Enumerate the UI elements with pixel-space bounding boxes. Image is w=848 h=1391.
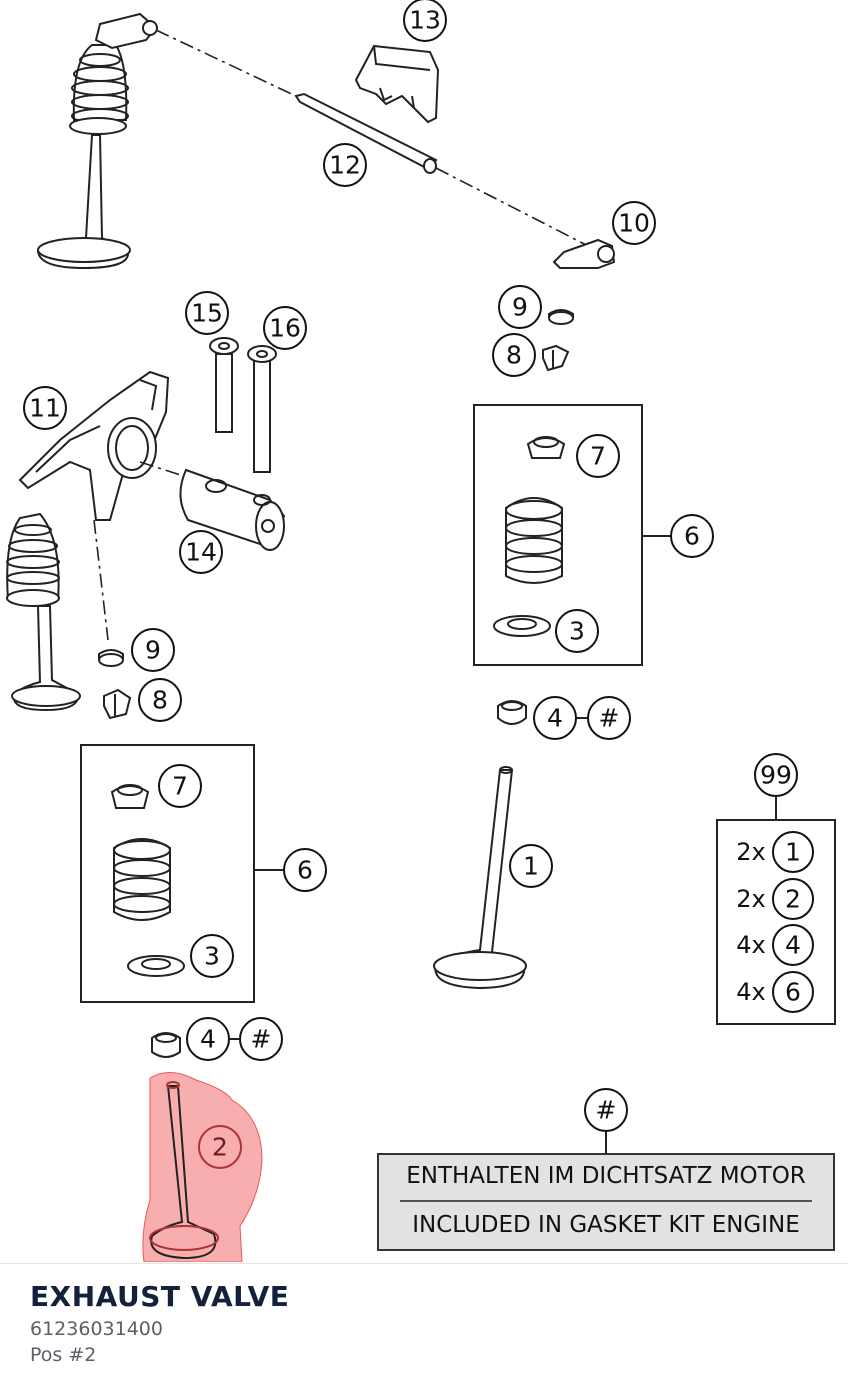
svg-text:12: 12: [329, 151, 361, 180]
bracket-13: [354, 44, 440, 124]
kit-99-row-4: 4x 6: [736, 971, 814, 1013]
svg-text:2x: 2x: [736, 838, 765, 866]
part-number: 61236031400: [30, 1318, 163, 1340]
svg-text:6: 6: [297, 856, 313, 885]
callout-13[interactable]: 13: [403, 0, 447, 42]
svg-text:6: 6: [684, 522, 700, 551]
svg-text:3: 3: [569, 617, 585, 646]
svg-text:99: 99: [760, 761, 792, 790]
svg-text:9: 9: [512, 293, 528, 322]
callout-hash-right[interactable]: #: [587, 696, 631, 740]
callout-1[interactable]: 1: [509, 844, 553, 888]
callout-99[interactable]: 99: [754, 753, 798, 797]
callout-9-left[interactable]: 9: [131, 628, 175, 672]
callout-8-upper[interactable]: 8: [492, 333, 536, 377]
svg-text:#: #: [251, 1025, 272, 1054]
callout-16[interactable]: 16: [263, 306, 307, 350]
svg-text:4x: 4x: [736, 931, 765, 959]
callout-14[interactable]: 14: [179, 530, 223, 574]
callout-hash-note[interactable]: #: [584, 1088, 628, 1132]
svg-text:2x: 2x: [736, 885, 765, 913]
kit-99-row-3: 4x 4: [736, 924, 814, 966]
left-valve-assembly: [6, 512, 109, 712]
shim-9-upper: [548, 309, 574, 325]
callout-8-left[interactable]: 8: [138, 678, 182, 722]
kit-99-row-1: 2x 1: [736, 831, 814, 873]
part-info-panel: EXHAUST VALVE 61236031400 Pos #2: [0, 1263, 848, 1391]
callout-hash-left[interactable]: #: [239, 1017, 283, 1061]
callout-9-upper[interactable]: 9: [498, 285, 542, 329]
callout-4-left[interactable]: 4: [186, 1017, 230, 1061]
svg-text:2: 2: [785, 885, 801, 914]
svg-text:13: 13: [409, 6, 441, 35]
svg-text:8: 8: [506, 341, 522, 370]
svg-text:7: 7: [590, 442, 606, 471]
callout-12[interactable]: 12: [323, 143, 367, 187]
note-line-english: INCLUDED IN GASKET KIT ENGINE: [412, 1212, 800, 1238]
svg-text:14: 14: [185, 538, 217, 567]
svg-text:9: 9: [145, 636, 161, 665]
svg-text:1: 1: [523, 852, 539, 881]
svg-text:4: 4: [200, 1025, 216, 1054]
bolt-16: [247, 345, 277, 473]
part-name: EXHAUST VALVE: [30, 1280, 290, 1313]
pin-14: [139, 461, 286, 551]
note-line-german: ENTHALTEN IM DICHTSATZ MOTOR: [406, 1163, 806, 1189]
callout-3-right[interactable]: 3: [555, 609, 599, 653]
svg-text:#: #: [599, 704, 620, 733]
callout-4-right[interactable]: 4: [533, 696, 577, 740]
callout-10[interactable]: 10: [612, 201, 656, 245]
gasket-kit-note: ENTHALTEN IM DICHTSATZ MOTOR INCLUDED IN…: [377, 1130, 835, 1251]
callout-2-highlighted[interactable]: 2: [198, 1125, 242, 1169]
seal-4-left: [151, 1032, 181, 1058]
svg-text:11: 11: [29, 394, 61, 423]
part-position: Pos #2: [30, 1344, 97, 1366]
kit-99-box: [716, 796, 836, 1025]
spring-kit-box-right: [473, 404, 672, 666]
svg-text:4: 4: [547, 704, 563, 733]
svg-text:1: 1: [785, 838, 801, 867]
intake-valve-1: [433, 766, 527, 990]
callout-15[interactable]: 15: [185, 291, 229, 335]
kit-99-row-2: 2x 2: [736, 878, 814, 920]
callout-7-right[interactable]: 7: [576, 434, 620, 478]
svg-text:8: 8: [152, 686, 168, 715]
exploded-parts-diagram: .ln { fill: none; stroke: #222; stroke-w…: [6, 0, 836, 1262]
top-valve-assembly: [36, 12, 158, 270]
callout-11[interactable]: 11: [23, 386, 67, 430]
svg-text:7: 7: [172, 772, 188, 801]
rocker-tip-10: [552, 238, 616, 269]
keeper-8-upper: [542, 344, 570, 372]
svg-text:10: 10: [618, 209, 650, 238]
rocker-shaft: [155, 29, 597, 251]
svg-text:4: 4: [785, 931, 801, 960]
keeper-8-left: [103, 688, 132, 720]
callout-7-left[interactable]: 7: [158, 764, 202, 808]
exhaust-valve-2-highlight[interactable]: [142, 1072, 263, 1262]
bolt-15: [209, 337, 239, 433]
svg-text:4x: 4x: [736, 978, 765, 1006]
svg-text:16: 16: [269, 314, 301, 343]
callout-6-left[interactable]: 6: [283, 848, 327, 892]
svg-text:6: 6: [785, 978, 801, 1007]
svg-text:2: 2: [212, 1133, 228, 1162]
svg-text:#: #: [596, 1096, 617, 1125]
seal-4-right: [497, 700, 527, 725]
callout-6-right[interactable]: 6: [670, 514, 714, 558]
spring-kit-box-left: [80, 744, 284, 1003]
callout-3-left[interactable]: 3: [190, 934, 234, 978]
svg-text:15: 15: [191, 299, 223, 328]
svg-text:3: 3: [204, 942, 220, 971]
shim-9-left: [98, 649, 124, 667]
